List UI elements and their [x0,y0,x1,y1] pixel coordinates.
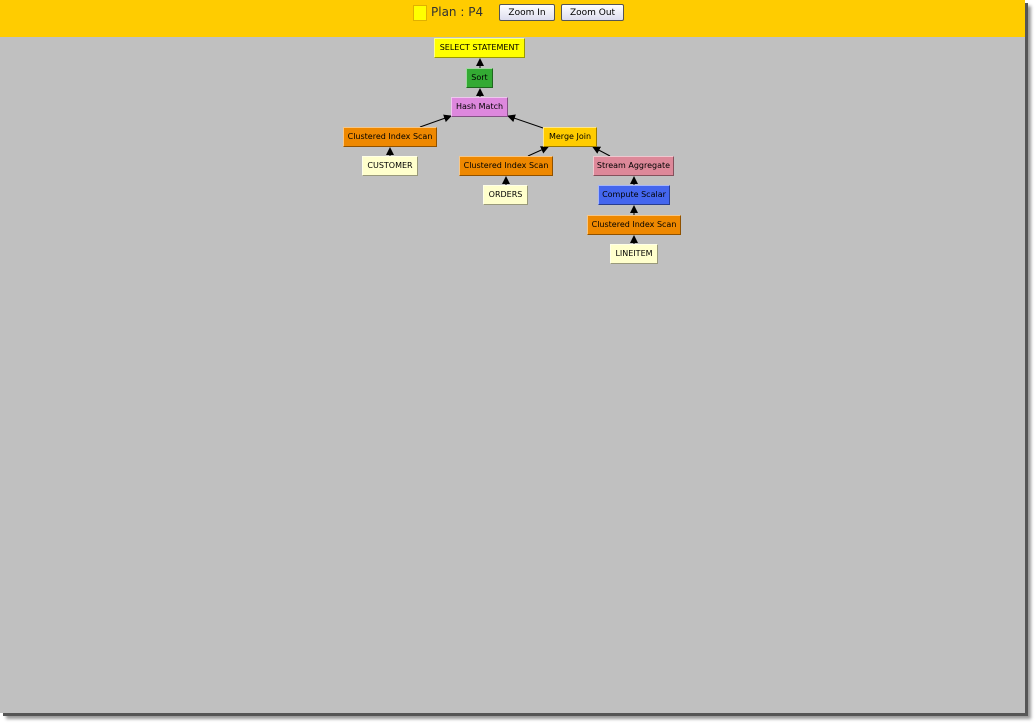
zoom-out-button[interactable]: Zoom Out [561,4,624,21]
node-stream-aggregate[interactable]: Stream Aggregate [593,156,674,176]
node-clustered-index-scan-lineitem[interactable]: Clustered Index Scan [587,215,681,235]
node-clustered-index-scan-customer[interactable]: Clustered Index Scan [343,127,437,147]
plan-window: Plan : P4 Zoom In Zoom Out SELECT STATEM… [0,0,1025,713]
node-merge-join[interactable]: Merge Join [543,127,597,147]
zoom-in-button[interactable]: Zoom In [499,4,555,21]
edge-cis1-hash [419,114,452,128]
node-sort[interactable]: Sort [466,68,493,88]
plan-edges [386,58,638,244]
edge-stream-merge [592,146,611,157]
plan-title: Plan : P4 [431,5,484,19]
toolbar: Plan : P4 Zoom In Zoom Out [0,0,1025,37]
node-select-statement[interactable]: SELECT STATEMENT [434,38,525,58]
node-compute-scalar[interactable]: Compute Scalar [598,185,670,205]
node-hash-match[interactable]: Hash Match [451,97,508,117]
node-table-orders[interactable]: ORDERS [483,185,528,205]
plan-color-swatch [413,5,427,21]
edge-merge-hash [507,114,544,129]
edge-cis2-merge [527,146,549,157]
node-table-lineitem[interactable]: LINEITEM [610,244,658,264]
node-clustered-index-scan-orders[interactable]: Clustered Index Scan [459,156,553,176]
node-table-customer[interactable]: CUSTOMER [362,156,418,176]
